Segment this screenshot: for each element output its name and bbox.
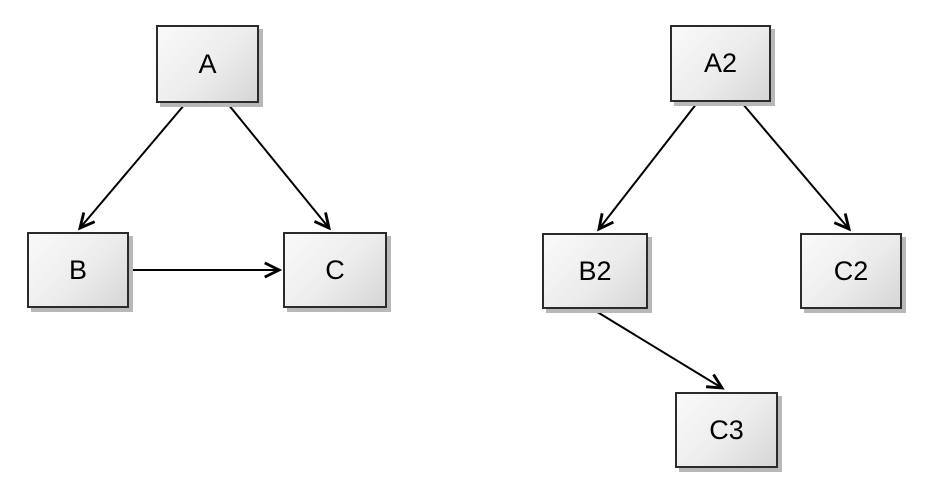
node-b[interactable]: B: [27, 232, 129, 308]
node-b-label: B: [68, 254, 87, 285]
node-c-label: C: [325, 254, 345, 285]
node-c2[interactable]: C2: [800, 233, 902, 309]
edge-A2-B2[interactable]: [599, 102, 698, 229]
node-a-label: A: [198, 48, 217, 79]
node-a2[interactable]: A2: [670, 25, 771, 102]
node-c2-label: C2: [833, 255, 869, 286]
edge-B2-C3[interactable]: [593, 309, 722, 388]
edge-A-B[interactable]: [80, 103, 186, 228]
node-c[interactable]: C: [283, 232, 387, 308]
node-b2[interactable]: B2: [542, 233, 648, 309]
node-c3-label: C3: [709, 414, 744, 445]
node-a[interactable]: A: [156, 25, 259, 103]
edge-A-C[interactable]: [227, 103, 329, 228]
node-b2-label: B2: [578, 255, 612, 286]
edge-A2-C2[interactable]: [741, 102, 849, 229]
node-a2-label: A2: [703, 48, 738, 78]
node-c3[interactable]: C3: [675, 392, 778, 468]
